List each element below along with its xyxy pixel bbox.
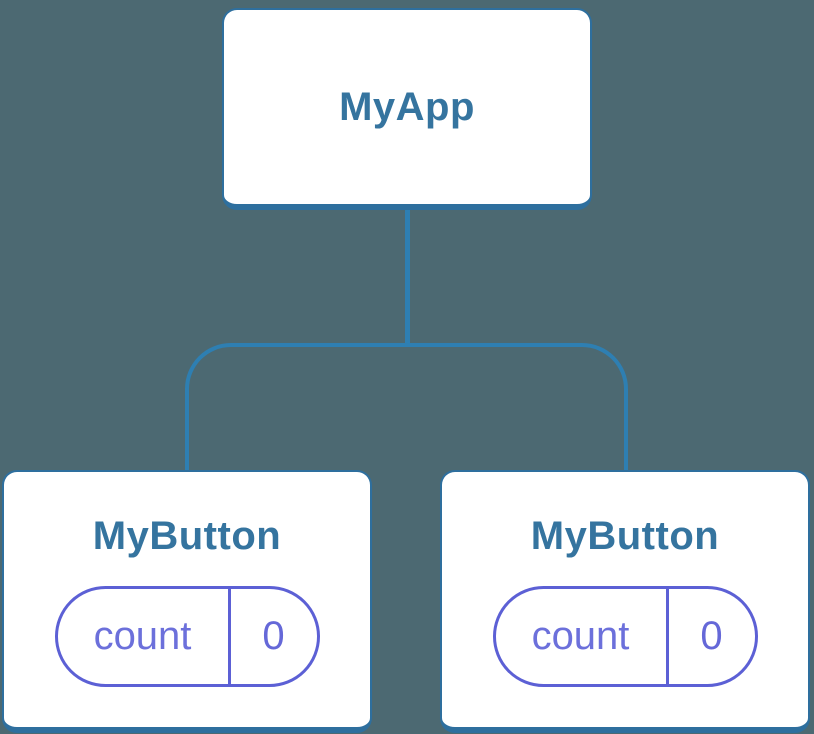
state-key: count [496, 589, 669, 684]
child-component-title: MyButton [92, 514, 282, 558]
child-component-box-right: MyButton count 0 [440, 470, 810, 733]
state-value: 0 [262, 614, 285, 658]
tree-connector-bracket [185, 343, 628, 475]
state-value: 0 [700, 614, 723, 658]
child-component-title: MyButton [530, 514, 720, 558]
root-component-box: MyApp [222, 8, 592, 210]
child-component-box-left: MyButton count 0 [2, 470, 372, 733]
state-pill: count 0 [54, 586, 320, 687]
state-pill: count 0 [492, 586, 758, 687]
root-component-title: MyApp [339, 85, 475, 129]
tree-connector-stub [405, 208, 410, 347]
state-key: count [58, 589, 231, 684]
